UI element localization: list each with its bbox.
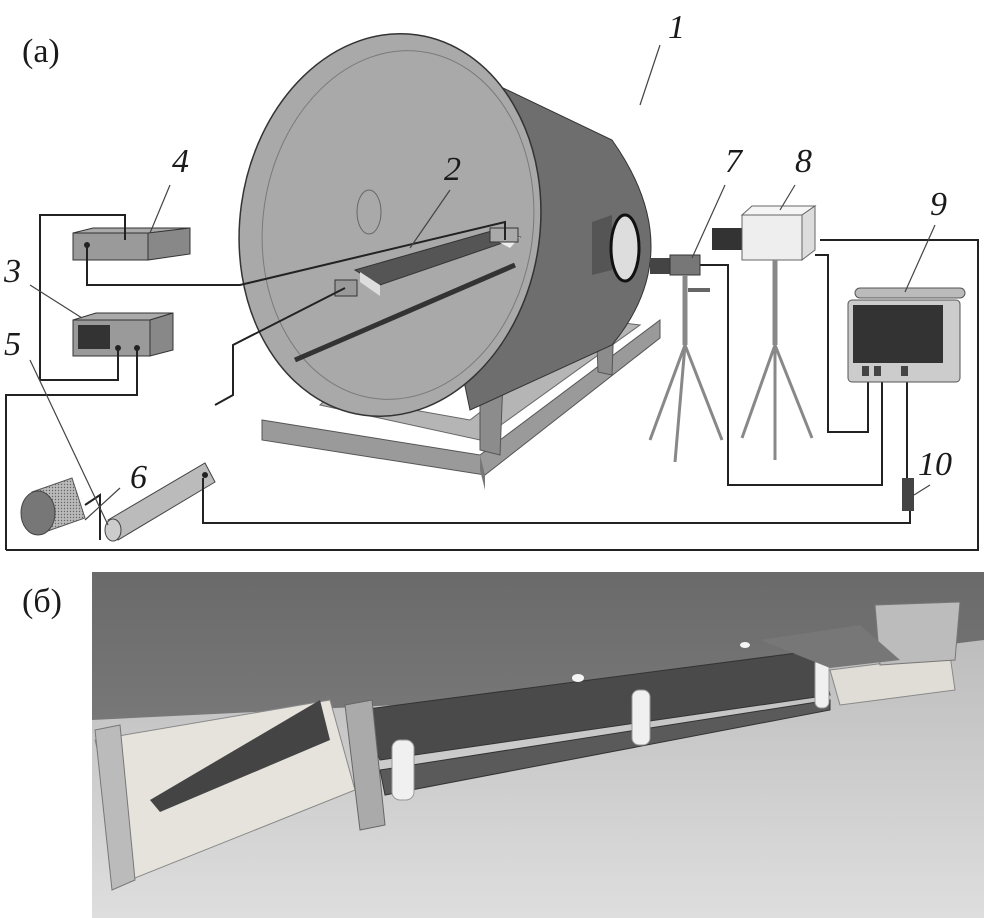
recording-device-9: [847, 287, 966, 383]
photo-of-model: [92, 572, 984, 918]
label-9: 9: [930, 186, 947, 223]
leader-lines: [29, 44, 936, 526]
device-5: [104, 462, 216, 542]
label-4: 4: [172, 143, 189, 180]
label-7: 7: [725, 143, 744, 180]
label-6: 6: [130, 459, 147, 496]
device-4: [72, 227, 191, 261]
label-3: 3: [3, 253, 21, 290]
camera-7-on-tripod: [648, 254, 724, 463]
panel-label-a: (a): [22, 33, 60, 70]
label-8: 8: [795, 143, 812, 180]
panel-label-b: (б): [22, 583, 62, 620]
device-3: [72, 312, 174, 357]
label-10: 10: [918, 446, 952, 483]
device-6: [20, 477, 86, 536]
label-1: 1: [668, 9, 685, 46]
vacuum-chamber: [238, 32, 652, 418]
camera-8-on-tripod: [712, 205, 817, 460]
wiring: [5, 214, 979, 551]
label-2: 2: [444, 151, 461, 188]
label-5: 5: [4, 326, 21, 363]
sensor-10: [902, 478, 914, 511]
